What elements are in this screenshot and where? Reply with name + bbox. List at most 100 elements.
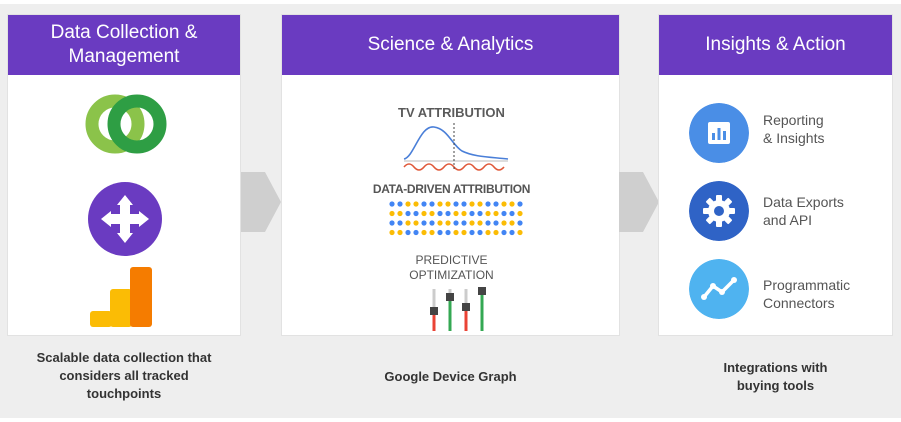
attribution-dot	[397, 210, 403, 217]
attribution-dot	[389, 229, 395, 236]
attribution-dot	[413, 220, 419, 226]
move-arrows-icon	[88, 182, 162, 256]
attribution-dot	[453, 220, 459, 226]
programmatic-line1: Programmatic	[763, 277, 851, 293]
attribution-dot	[437, 220, 443, 226]
attribution-dot	[413, 201, 419, 207]
tv-attribution-curve	[403, 123, 509, 171]
insights-action-caption: Integrations with buying tools	[658, 359, 893, 395]
chevron-right-icon	[619, 172, 659, 232]
reporting-line1: Reporting	[763, 112, 824, 128]
attribution-dot	[461, 201, 467, 207]
insights-action-panel: Insights & Action Reporting & Insights	[658, 14, 893, 336]
attribution-dot	[445, 201, 451, 207]
attribution-dot	[389, 210, 395, 217]
attribution-dot	[453, 201, 459, 207]
attribution-dot	[405, 210, 411, 217]
attribution-dot	[421, 229, 427, 236]
attribution-dot	[485, 210, 491, 217]
chevron-right-icon	[241, 172, 281, 232]
data-collection-panel: Data Collection & Management	[7, 14, 241, 336]
data-exports-label: Data Exports and API	[763, 193, 888, 229]
gear-icon	[689, 181, 749, 241]
diagram-canvas: Data Collection & Management	[0, 4, 901, 418]
trend-line-icon	[689, 259, 749, 319]
attribution-dot	[389, 220, 395, 226]
insights-action-title: Insights & Action	[705, 34, 846, 55]
science-analytics-header: Science & Analytics	[282, 15, 619, 75]
data-collection-caption: Scalable data collection that considers …	[7, 349, 241, 403]
attribution-dot	[517, 229, 523, 236]
analytics-caption-text: Google Device Graph	[384, 369, 517, 384]
data-collection-title-line2: Management	[68, 46, 180, 67]
attribution-dot	[469, 220, 475, 226]
optimization-label: OPTIMIZATION	[409, 268, 494, 282]
insights-action-header: Insights & Action	[659, 15, 892, 75]
attribution-dot	[509, 220, 515, 226]
attribution-dot	[437, 229, 443, 236]
attribution-dot	[485, 220, 491, 226]
attribution-dot	[453, 229, 459, 236]
attribution-dot	[389, 201, 395, 207]
programmatic-label: Programmatic Connectors	[763, 276, 888, 312]
attribution-dot	[421, 201, 427, 207]
attribution-dot	[413, 210, 419, 217]
attribution-dot	[397, 229, 403, 236]
attribution-dot	[397, 201, 403, 207]
predictive-label: PREDICTIVE	[415, 253, 488, 267]
attribution-dot	[501, 220, 507, 226]
attribution-dot	[501, 201, 507, 207]
attribution-dot	[509, 229, 515, 236]
attribution-dot	[485, 229, 491, 236]
attribution-dot	[413, 229, 419, 236]
attribution-dot	[445, 220, 451, 226]
attribution-dot	[437, 201, 443, 207]
attribution-dot	[493, 201, 499, 207]
attribution-dot	[445, 210, 451, 217]
reporting-line2: & Insights	[763, 130, 825, 146]
attribution-dot	[461, 210, 467, 217]
attribution-dot	[469, 210, 475, 217]
attribution-dot	[397, 220, 403, 226]
attribution-dot	[445, 229, 451, 236]
attribution-dot	[405, 220, 411, 226]
analytics-bars-icon	[90, 267, 152, 327]
data-exports-line1: Data Exports	[763, 194, 844, 210]
attribution-dot	[469, 229, 475, 236]
attribution-dot	[405, 201, 411, 207]
insights-caption-line2: buying tools	[736, 378, 815, 393]
attribution-dot	[429, 210, 435, 217]
data-driven-attribution-label: DATA-DRIVEN ATTRIBUTION	[372, 182, 531, 196]
attribution-dot	[501, 229, 507, 236]
attribution-dot	[477, 220, 483, 226]
attribution-dot	[477, 201, 483, 207]
attribution-dot	[509, 210, 515, 217]
attribution-dot	[437, 210, 443, 217]
attribution-dot	[485, 201, 491, 207]
data-collection-header: Data Collection & Management	[8, 15, 240, 75]
tv-attribution-label: TV ATTRIBUTION	[398, 105, 505, 120]
tag-manager-rings-icon	[85, 94, 167, 154]
science-analytics-title: Science & Analytics	[367, 34, 534, 55]
attribution-dot	[517, 220, 523, 226]
attribution-dot	[405, 229, 411, 236]
attribution-dot	[429, 201, 435, 207]
attribution-dot	[517, 201, 523, 207]
programmatic-line2: Connectors	[763, 295, 835, 311]
attribution-dot	[477, 229, 483, 236]
data-collection-title-line1: Data Collection &	[50, 22, 198, 43]
optimization-sliders-icon	[430, 287, 486, 331]
reporting-insights-label: Reporting & Insights	[763, 111, 888, 147]
collection-caption-line1: Scalable data collection that	[36, 350, 212, 365]
collection-caption-line2: considers all tracked	[59, 368, 189, 383]
attribution-dot	[453, 210, 459, 217]
insights-caption-line1: Integrations with	[723, 360, 828, 375]
attribution-dot	[461, 229, 467, 236]
attribution-dot	[421, 220, 427, 226]
bar-chart-icon	[689, 103, 749, 163]
attribution-dot	[493, 229, 499, 236]
attribution-dot	[493, 220, 499, 226]
collection-caption-line3: touchpoints	[86, 386, 162, 401]
attribution-dot	[509, 201, 515, 207]
attribution-dot	[429, 229, 435, 236]
